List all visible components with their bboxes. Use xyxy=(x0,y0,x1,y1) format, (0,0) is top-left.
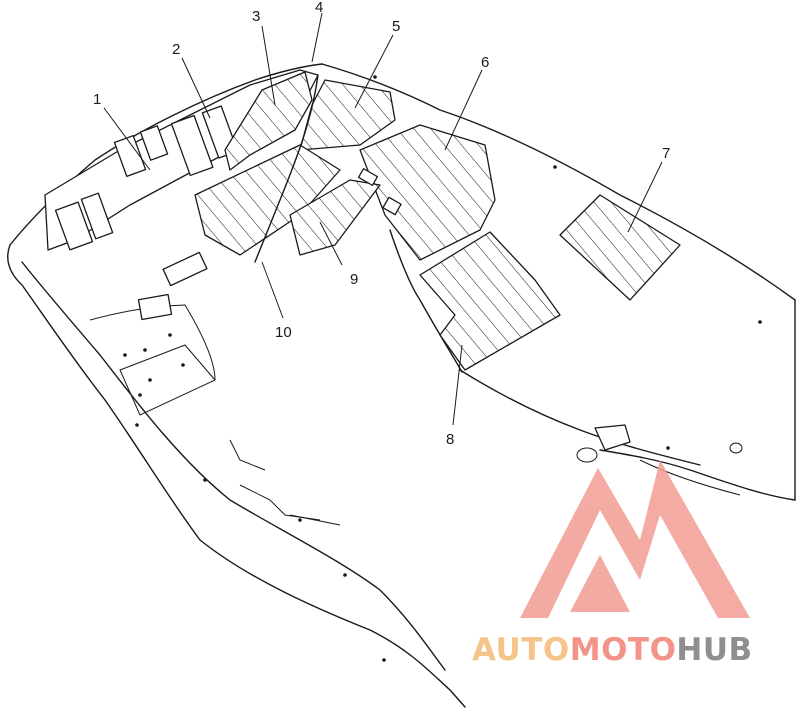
callout-1: 1 xyxy=(93,91,101,108)
part-3-shape xyxy=(224,71,313,171)
watermark-logo xyxy=(520,460,750,618)
part-6-shape xyxy=(359,124,496,261)
watermark-auto: AUTO xyxy=(472,632,570,668)
watermark-triangle-icon xyxy=(520,460,750,618)
callout-2: 2 xyxy=(172,41,180,58)
leader-lines xyxy=(103,12,663,426)
callout-3: 3 xyxy=(252,8,260,25)
latch-details xyxy=(357,168,631,451)
part-4-shape xyxy=(254,74,319,263)
callout-6: 6 xyxy=(481,54,489,71)
part-9-shape xyxy=(289,179,381,256)
part-7-shape xyxy=(559,194,681,301)
callout-5: 5 xyxy=(392,18,400,35)
callout-labels: 1 2 3 4 5 6 7 8 9 10 xyxy=(93,0,670,448)
watermark-text: AUTOMOTOHUB xyxy=(472,632,753,668)
callout-9: 9 xyxy=(350,271,358,288)
callout-7: 7 xyxy=(662,145,670,162)
watermark-hub: HUB xyxy=(676,632,752,668)
part-5-shape xyxy=(299,79,396,151)
callout-10: 10 xyxy=(275,324,292,341)
watermark-moto: MOTO xyxy=(570,632,677,668)
callout-8: 8 xyxy=(446,431,454,448)
part-8-shape xyxy=(419,231,561,371)
rivet-dots xyxy=(123,75,762,662)
callout-4: 4 xyxy=(315,0,323,16)
